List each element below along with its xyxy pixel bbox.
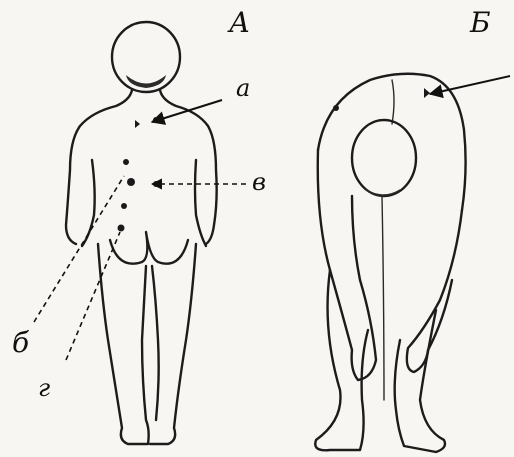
arrow-b-back	[430, 76, 510, 94]
label-a: а	[236, 74, 250, 102]
panel-a-label: А	[227, 6, 250, 39]
figure-a-torso-outline	[66, 90, 217, 244]
arrow-a	[152, 100, 222, 122]
figure-a-left-arm	[82, 160, 95, 246]
figure-a-left-leg	[98, 244, 149, 444]
label-g: г	[38, 374, 50, 402]
arrow-b	[34, 176, 124, 322]
panel-b-label: Б	[469, 6, 491, 39]
figure-a-hair	[126, 75, 166, 88]
figure-b-inner-leg-line	[382, 196, 384, 400]
figure-a-head	[112, 22, 180, 92]
figure-a-spine-mark-7	[118, 225, 125, 232]
figure-b-head	[352, 120, 416, 196]
figure-a-standing-back-view: А а в б г	[12, 6, 266, 444]
figure-a-right-leg	[150, 244, 196, 444]
figure-a-right-arm	[195, 160, 206, 246]
figure-a-spine-mark-4	[127, 178, 135, 186]
figure-a-buttocks	[110, 232, 188, 264]
figure-b-back-mark	[424, 88, 430, 98]
figure-a-spine-mark-upper	[135, 120, 140, 128]
figure-b-spine-line	[392, 80, 394, 124]
figure-b-right-arm	[407, 210, 462, 372]
figure-b-forward-bend-view: Б	[315, 6, 510, 452]
figure-a-spine-mark-3	[123, 159, 129, 165]
figure-b-left-arm	[318, 150, 376, 380]
label-v: в	[252, 168, 266, 196]
figure-b-mark-left	[333, 105, 339, 111]
figure-b-left-leg	[315, 270, 368, 450]
figure-a-spine-mark-6	[121, 203, 127, 209]
label-b: б	[12, 326, 30, 359]
arrow-g	[66, 232, 120, 360]
figure-b-back-outline	[318, 74, 466, 210]
